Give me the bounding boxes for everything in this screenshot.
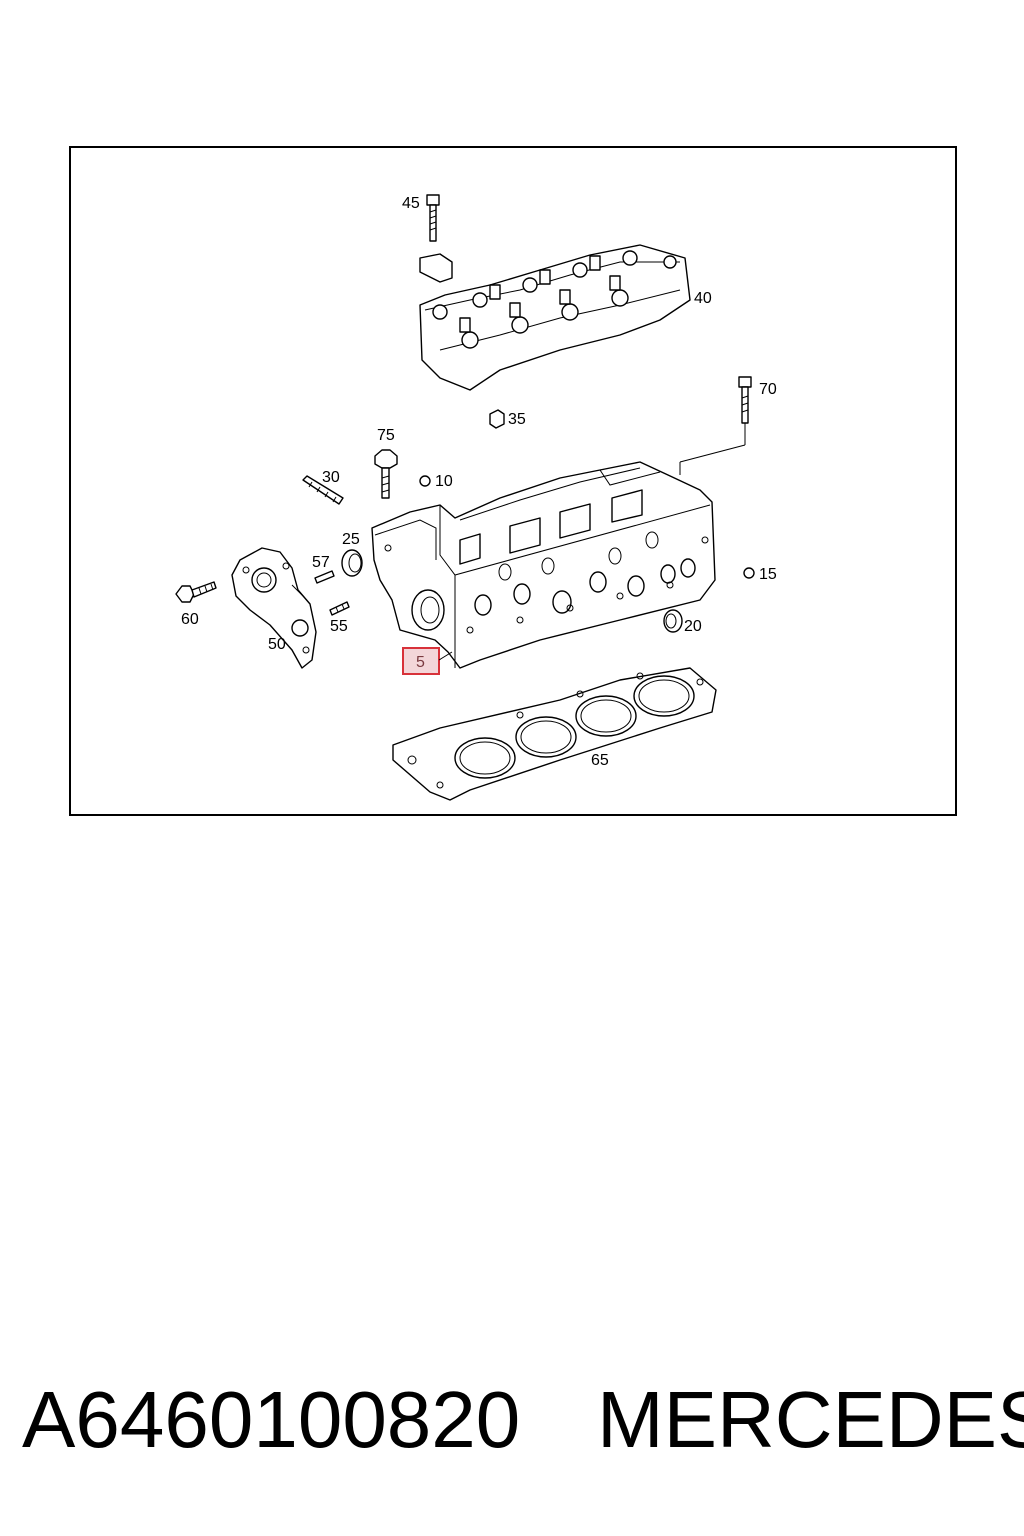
part-55-stud — [329, 601, 350, 616]
callout-5[interactable]: 5 — [416, 654, 425, 671]
brand-name: MERCEDES — [597, 1375, 1024, 1464]
part-45-bolt — [419, 194, 453, 283]
callout-45[interactable]: 45 — [402, 195, 420, 212]
caption: A6460100820 MERCEDES — [0, 1375, 1024, 1465]
part-5-cylinder-head — [371, 461, 716, 669]
callout-35[interactable]: 35 — [508, 411, 526, 428]
callout-50[interactable]: 50 — [268, 636, 286, 653]
highlight-box — [402, 647, 440, 675]
callout-15[interactable]: 15 — [759, 566, 777, 583]
callout-10[interactable]: 10 — [435, 473, 453, 490]
callout-65[interactable]: 65 — [591, 752, 609, 769]
part-50-front-cover — [231, 547, 317, 669]
part-20-plug — [663, 609, 683, 633]
part-25-plug — [341, 549, 363, 577]
callout-20[interactable]: 20 — [684, 618, 702, 635]
part-40-camshaft-carrier — [419, 244, 691, 391]
part-10-ring — [419, 475, 431, 487]
callout-55[interactable]: 55 — [330, 618, 348, 635]
diagram-frame — [69, 146, 957, 816]
part-30-stud — [302, 475, 344, 505]
callout-30[interactable]: 30 — [322, 469, 340, 486]
callout-25[interactable]: 25 — [342, 531, 360, 548]
callout-75[interactable]: 75 — [377, 427, 395, 444]
part-60-bolt — [175, 581, 217, 603]
part-57-pin — [314, 570, 335, 584]
part-35-bushing — [489, 409, 505, 429]
part-number: A6460100820 — [22, 1375, 521, 1464]
callout-60[interactable]: 60 — [181, 611, 199, 628]
callout-57[interactable]: 57 — [312, 554, 330, 571]
part-75-bolt — [374, 449, 398, 499]
part-70-bolt — [679, 376, 752, 475]
callout-40[interactable]: 40 — [694, 290, 712, 307]
callout-70[interactable]: 70 — [759, 381, 777, 398]
part-15-ring — [743, 567, 755, 579]
part-65-head-gasket — [392, 667, 717, 801]
